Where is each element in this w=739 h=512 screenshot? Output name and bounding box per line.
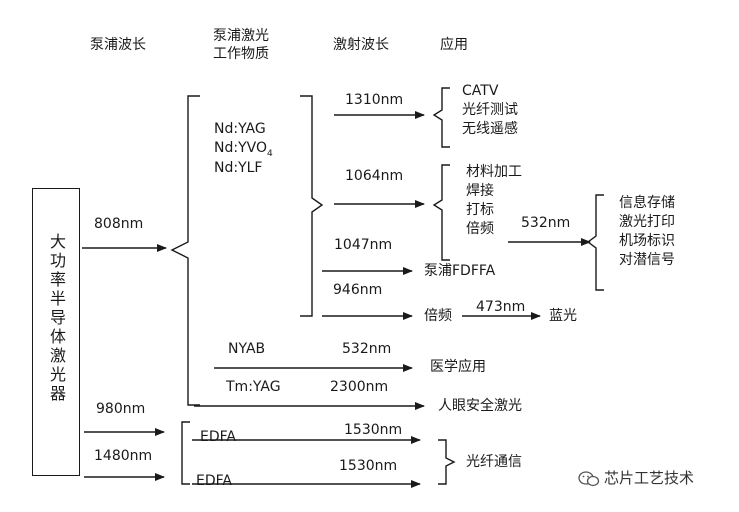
application-doubling: 倍频 [424,308,452,324]
application-medical: 医学应用 [430,359,486,375]
application-item: 信息存储 [619,195,675,211]
medium-nyab: NYAB [228,341,266,357]
pump-wavelength-808: 808nm [94,216,144,232]
medium-nd-yvo4-base: Nd:YVO [214,140,267,156]
application-item: 对潜信号 [619,252,675,268]
wechat-icon [578,471,600,487]
medium-nd-yvo4-subscript: 4 [266,148,273,159]
application-item: 光纤测试 [462,102,518,118]
pump-wavelength-980: 980nm [96,401,146,417]
application-item: 焊接 [466,183,494,199]
source-label: 大功率半导体激光器 [47,233,66,404]
main-brace [170,95,200,406]
application-item: 材料加工 [466,164,522,180]
application-item: 激光打印 [619,214,675,230]
header-lasing-wavelength: 激射波长 [333,37,389,53]
brace-1064-group [432,164,450,261]
medium-tm-yag: Tm:YAG [226,379,281,395]
brace-532-group [586,194,604,291]
medium-nd-ylf: Nd:YLF [214,160,263,176]
application-item: 机场标识 [619,233,675,249]
watermark-text: 芯片工艺技术 [604,469,695,487]
edfa-brace [181,421,190,485]
output-wavelength-473: 473nm [476,299,526,315]
medium-nd-yag: Nd:YAG [214,121,266,137]
application-group-1064: 材料加工 焊接 打标 倍频 [466,163,522,239]
brace-fiber-comm [438,439,456,485]
header-pump-wavelength: 泵浦波长 [90,37,146,53]
header-application: 应用 [440,37,468,53]
output-wavelength-1530-a: 1530nm [344,422,403,438]
output-wavelength-1310: 1310nm [345,92,404,108]
output-wavelength-2300: 2300nm [330,379,389,395]
output-wavelength-1047: 1047nm [334,237,393,253]
medium-edfa-2: EDFA [196,473,232,489]
nd-brace [300,95,324,317]
medium-edfa-1: EDFA [200,429,236,445]
brace-1310-group [432,87,450,148]
output-wavelength-1530-b: 1530nm [339,458,398,474]
header-gain-medium-line2: 工作物质 [213,46,269,62]
output-wavelength-1064: 1064nm [345,168,404,184]
application-item: 无线遥感 [462,121,518,137]
application-item: CATV [462,83,499,99]
header-gain-medium-line1: 泵浦激光 [213,28,269,44]
output-wavelength-532-doubled: 532nm [521,215,571,231]
application-item: 倍频 [466,221,494,237]
medium-nd-yvo4: Nd:YVO4 [214,141,273,159]
application-fiber-comm: 光纤通信 [466,454,522,470]
application-item: 打标 [466,202,494,218]
output-wavelength-532-nyab: 532nm [342,341,392,357]
output-wavelength-946: 946nm [333,282,383,298]
application-blue-light: 蓝光 [549,308,577,324]
pump-wavelength-1480: 1480nm [94,448,153,464]
application-group-532: 信息存储 激光打印 机场标识 对潜信号 [619,194,675,270]
application-pump-fdffa: 泵浦FDFFA [424,263,496,279]
semiconductor-laser-source-box: 大功率半导体激光器 [32,188,80,476]
application-eye-safe: 人眼安全激光 [438,398,522,414]
application-group-1310: CATV 光纤测试 无线遥感 [462,82,518,139]
